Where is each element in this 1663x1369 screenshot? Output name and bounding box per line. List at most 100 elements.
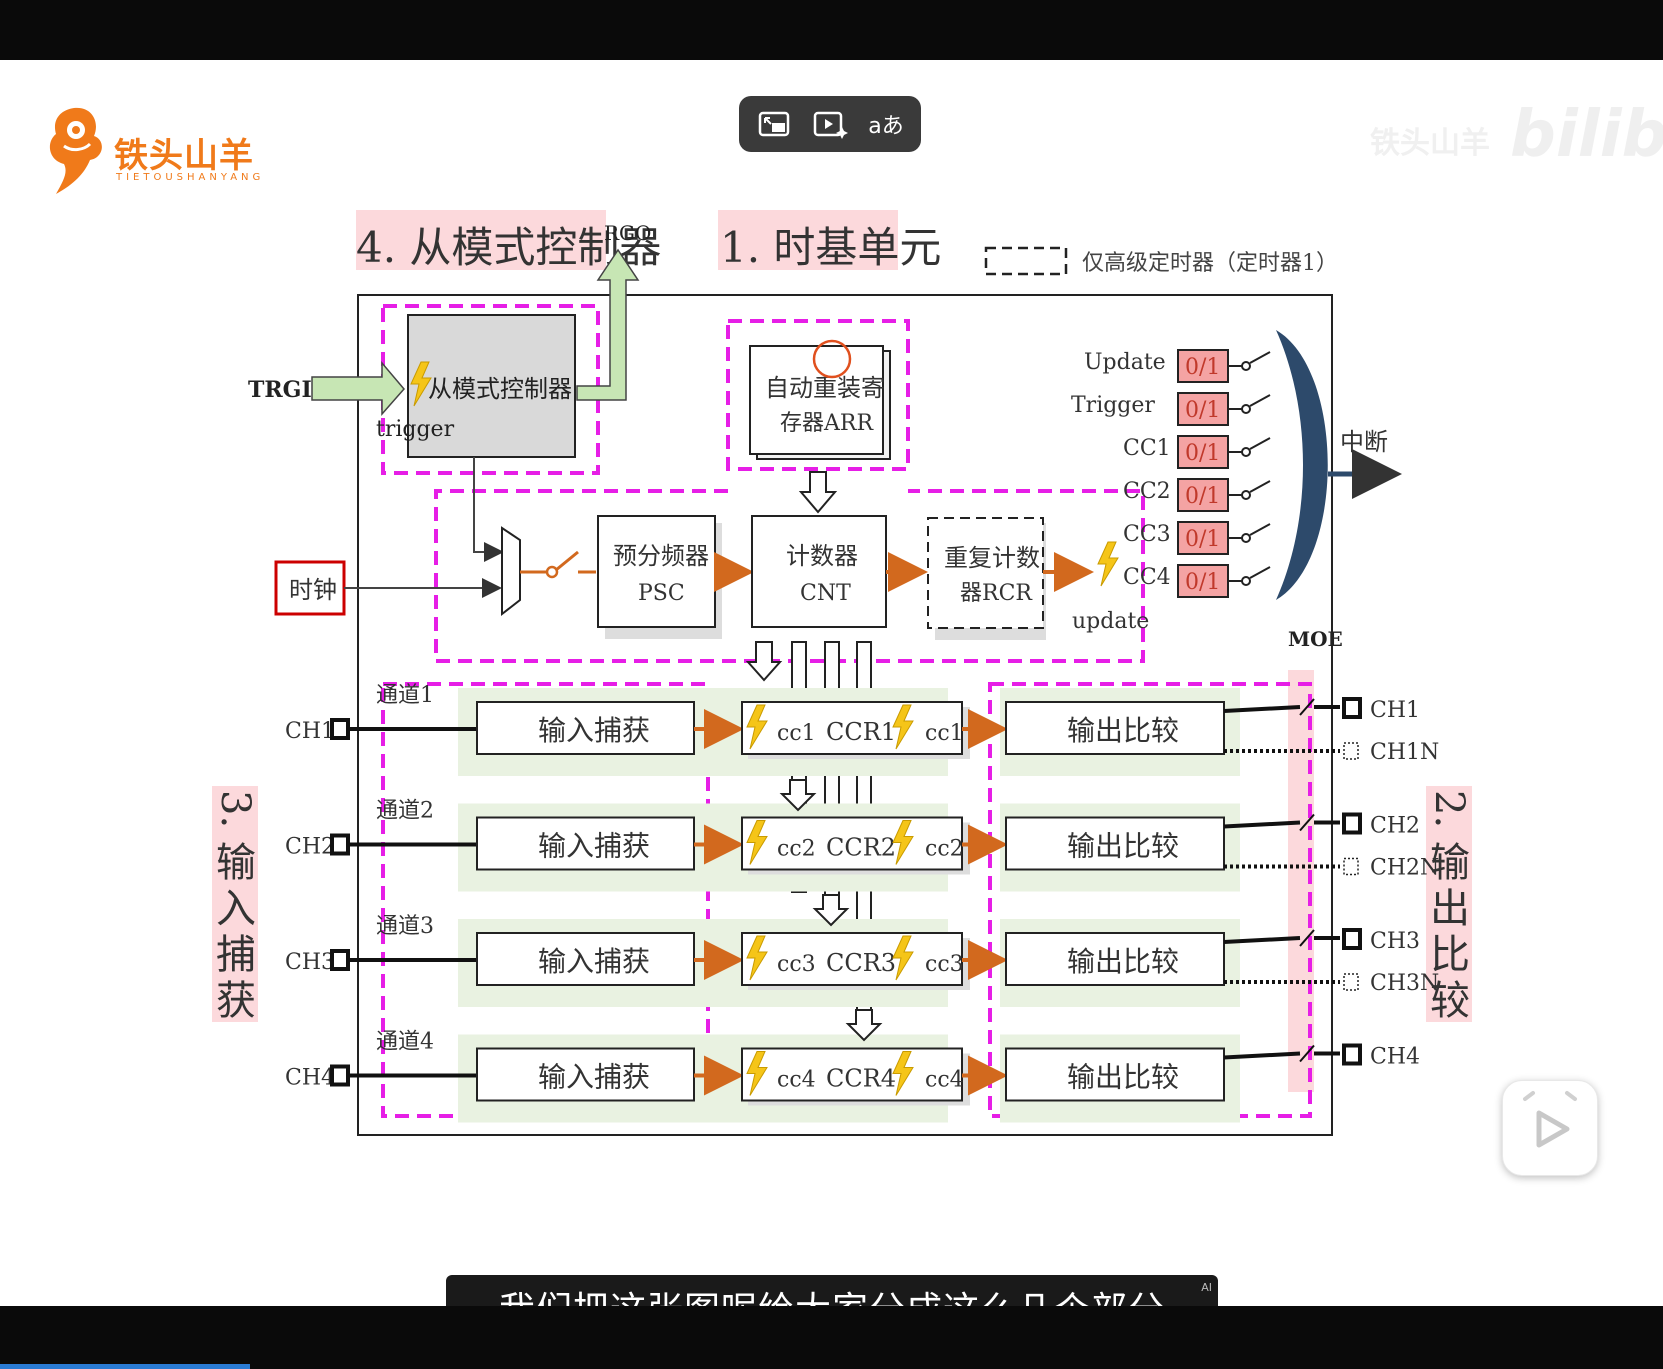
channel-pin-label: CH3 [285, 950, 335, 975]
output-line [1223, 820, 1301, 829]
cc-flag-label: cc2 [925, 837, 964, 862]
flag-switch-pivot [1241, 404, 1251, 414]
moe-switch [1299, 698, 1315, 716]
input-capture-label: 输入捕获 [538, 1061, 650, 1094]
flag-value: 0/1 [1185, 355, 1220, 380]
complementary-pin [1343, 857, 1359, 876]
legend-dashed-box [984, 246, 1068, 276]
cc-flag-label: cc1 [777, 721, 816, 746]
flag-switch-pivot [1241, 361, 1251, 371]
pip-button[interactable] [749, 104, 799, 144]
dashed-region-timebase [434, 489, 1145, 663]
complementary-pin [1343, 973, 1359, 991]
video-top-bar [0, 0, 1663, 60]
flag-switch [1249, 480, 1271, 493]
input-capture-label: 输入捕获 [538, 830, 650, 863]
output-pin-label: CH2 [1370, 814, 1420, 839]
channel-pin [330, 1064, 350, 1087]
moe-switch [1299, 813, 1315, 832]
output-pin [1342, 1043, 1362, 1066]
update-label: update [1072, 609, 1149, 634]
channel-label: 通道4 [376, 1030, 434, 1055]
cnt-label-line1: 计数器 [786, 542, 858, 570]
update-bolt-icon [1097, 541, 1119, 587]
arr-label-line1: 自动重装寄 [765, 374, 885, 402]
psc-box [597, 515, 716, 628]
clock-switch [555, 550, 579, 572]
cc-flag-label: cc1 [925, 721, 964, 746]
output-compare-label: 输出比较 [1067, 945, 1179, 978]
trigger-label: trigger [376, 417, 455, 442]
goat-mascot-icon [49, 107, 102, 194]
dashed-region-input [381, 682, 710, 1118]
section-bg [718, 210, 898, 270]
cc-flag-label: cc4 [925, 1068, 964, 1093]
video-progress[interactable] [0, 1364, 250, 1369]
arr-box-front [749, 345, 884, 455]
flag-switch [1249, 437, 1271, 450]
trgo-arrow [576, 248, 640, 401]
ai-video-button[interactable] [805, 104, 855, 144]
logo-title: 铁头山羊 [114, 136, 254, 176]
cc-flag-label: cc4 [777, 1068, 816, 1093]
ccr-box [741, 1047, 963, 1102]
flag-name: CC3 [1123, 522, 1171, 547]
input-capture-box [476, 1047, 695, 1102]
cc-flag-label: cc3 [777, 952, 816, 977]
complementary-pin-label: CH2N [1370, 856, 1439, 881]
output-compare-box [1005, 816, 1225, 871]
watermark-uploader: 铁头山羊 [1370, 126, 1490, 161]
trgi-label: TRGI [248, 377, 312, 403]
rcr-label-line2: 器RCR [960, 581, 1033, 606]
output-compare-label: 输出比较 [1067, 714, 1179, 747]
input-capture-label: 输入捕获 [538, 945, 650, 978]
output-compare-box [1005, 701, 1225, 755]
cnt-box [751, 515, 887, 628]
arr-label-line2: 存器ARR [780, 411, 874, 436]
flag-switch-pivot [1241, 533, 1251, 543]
channel-label: 通道2 [376, 799, 434, 824]
player-toolbar: aあ [739, 96, 921, 152]
flag-box [1177, 392, 1229, 426]
arr-to-cnt-arrow [798, 471, 838, 514]
flag-name: Trigger [1071, 393, 1155, 418]
complementary-pin-label: CH1N [1370, 740, 1439, 765]
section-bg [212, 786, 258, 1022]
ccr-down-arrow [812, 894, 850, 927]
flag-value: 0/1 [1185, 527, 1220, 552]
complementary-pin-label: CH3N [1370, 971, 1439, 996]
flag-box [1177, 521, 1229, 555]
ccr-label: CCR4 [826, 1065, 896, 1093]
float-play-button[interactable] [1502, 1080, 1598, 1176]
ccr-box [741, 816, 963, 871]
flag-switch [1249, 523, 1271, 536]
clock-mux [501, 526, 521, 617]
section-title-output-compare: 输出比较 [1430, 840, 1470, 1024]
output-line [1223, 705, 1301, 713]
channel-pin-label: CH4 [285, 1066, 335, 1091]
trgo-label: RGO [604, 221, 651, 245]
channel-label: 通道1 [376, 683, 434, 708]
channel-pin-label: CH1 [285, 719, 335, 744]
flag-box [1177, 564, 1229, 598]
flag-value: 0/1 [1185, 570, 1220, 595]
flag-name: CC4 [1123, 565, 1171, 590]
annotation-circle [812, 339, 852, 379]
flag-box [1177, 435, 1229, 469]
ai-badge: AI [1201, 1281, 1212, 1294]
switch-pivot [545, 565, 559, 579]
input-capture-box [476, 701, 695, 755]
moe-label: MOE [1288, 627, 1343, 651]
translate-icon: aあ [868, 114, 904, 139]
translate-button[interactable]: aあ [861, 104, 911, 144]
logo-subtitle: TIETOUSHANYANG [116, 172, 265, 183]
timer-outline [357, 294, 1333, 1136]
ai-video-icon [813, 111, 848, 139]
flag-switch [1249, 351, 1271, 364]
input-capture-box [476, 932, 695, 986]
section-title-output-compare-num: 2. [1426, 790, 1472, 828]
channel-label: 通道3 [376, 914, 434, 939]
input-capture-label: 输入捕获 [538, 714, 650, 747]
